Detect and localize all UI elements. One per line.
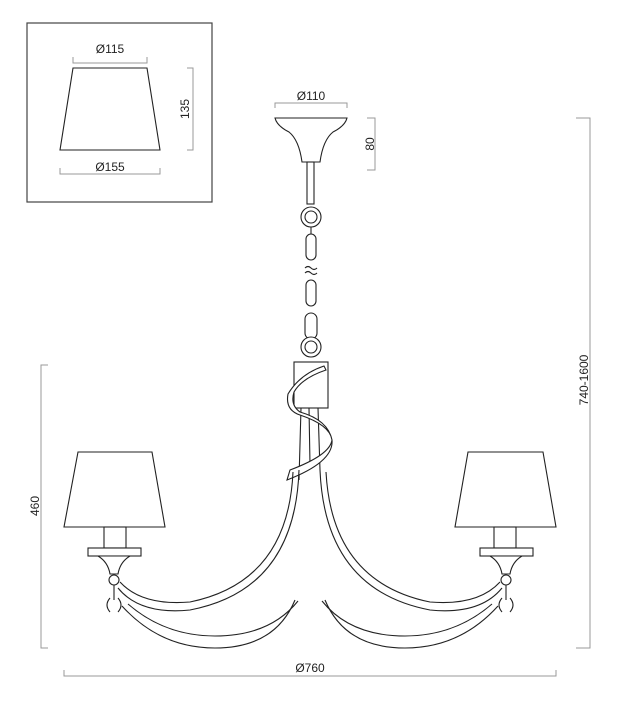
dimensions: 460 740-1600 Ø760 [28,117,591,677]
right-lamp [454,451,557,613]
shade-bottom-diameter: Ø155 [95,160,125,174]
body-height-dimension: 460 [28,496,42,516]
total-height-dimension: 740-1600 [577,354,591,405]
canopy-diameter: Ø110 [297,89,326,103]
left-lamp [63,451,166,613]
central-body [286,361,333,481]
left-shade [63,451,166,528]
shade-inset: Ø115 Ø155 135 [26,22,213,203]
arms [117,469,503,649]
chain [300,206,322,358]
shade-outline [59,67,161,151]
overall-diameter-dimension: Ø760 [295,661,325,675]
canopy: Ø110 80 [274,89,377,205]
shade-height: 135 [178,99,192,119]
right-shade [454,451,557,528]
canopy-height: 80 [363,137,377,151]
shade-top-diameter: Ø115 [96,42,125,56]
